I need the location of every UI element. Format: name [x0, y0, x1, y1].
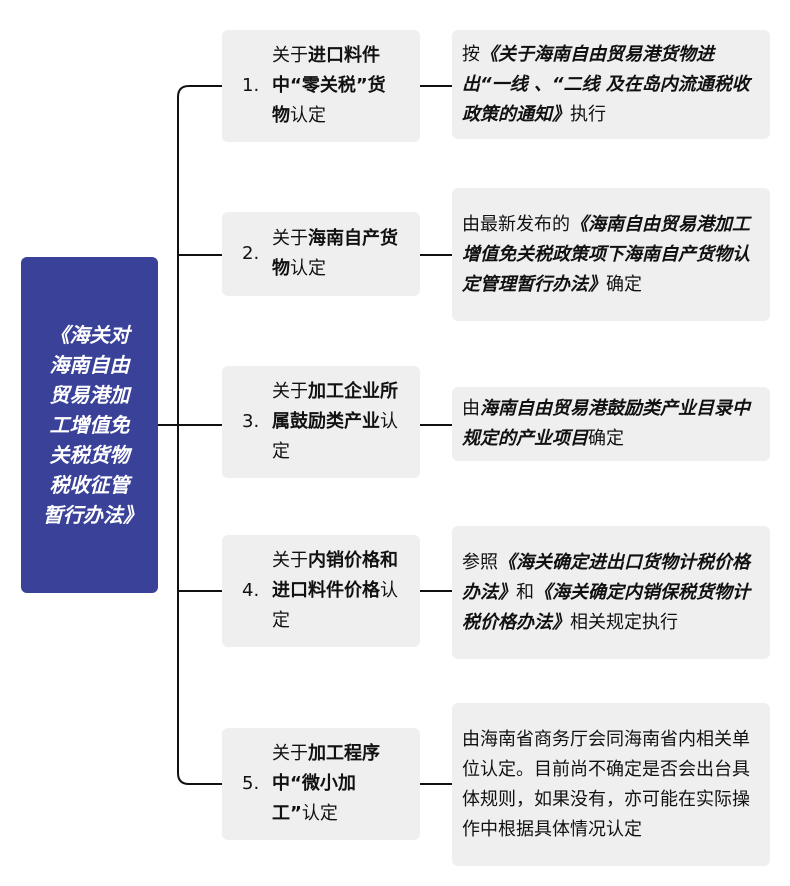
- detail-node-3: 由海南自由贸易港鼓励类产业目录中规定的产业项目确定: [452, 387, 770, 461]
- detail-node-5: 由海南省商务厅会同海南省内相关单位认定。目前尚不确定是否会出台具体规则，如果没有…: [452, 703, 770, 866]
- topic-number: 3.: [242, 411, 260, 432]
- topic-node-5: 5. 关于加工程序中“微小加工”认定: [222, 728, 420, 840]
- text-run-bold: 加工程序中“微小加工”: [272, 743, 380, 824]
- text-run: 认定: [272, 411, 398, 462]
- text-run-bold: “零关税”: [290, 75, 368, 96]
- topic-node-4: 4. 关于内销价格和进口料件价格认定: [222, 535, 420, 647]
- text-run-bold: 内销价格和进口料件价格: [272, 550, 398, 601]
- trunk-line: [177, 85, 190, 785]
- root-node: 《海关对海南自由贸易港加工增值免关税货物税收征管暂行办法》: [21, 257, 158, 593]
- topic-text: 关于加工程序中“微小加工”认定: [272, 739, 402, 829]
- detail-text: 参照《海关确定进出口货物计税价格办法》和《海关确定内销保税货物计税价格办法》相关…: [462, 548, 758, 638]
- text-run: 执行: [570, 103, 606, 125]
- text-run: 确定: [588, 428, 624, 449]
- detail-text: 由最新发布的《海南自由贸易港加工增值免关税政策项下海南自产货物认定管理暂行办法》…: [462, 210, 758, 300]
- detail-text: 由海南自由贸易港鼓励类产业目录中规定的产业项目确定: [462, 394, 758, 454]
- text-run-bold-italic: 《海关确定进出口货物计税价格办法》: [462, 551, 750, 603]
- text-run-bold: 海南自产货物: [272, 228, 398, 279]
- detail-node-1: 按《关于海南自由贸易港货物进出“一线 、“二线 及在岛内流通税收政策的通知》执行: [452, 30, 770, 139]
- text-run-bold-italic: 海南自由贸易港鼓励类产业目录中规定的产业项目: [462, 398, 750, 449]
- topic-number: 4.: [242, 580, 260, 601]
- text-run: 参照: [462, 551, 498, 573]
- text-run: 关于: [272, 228, 308, 249]
- root-title: 《海关对海南自由贸易港加工增值免关税货物税收征管暂行办法》: [43, 323, 143, 527]
- topic-number: 1.: [242, 75, 260, 96]
- topic-node-2: 2. 关于海南自产货物认定: [222, 212, 420, 296]
- detail-text: 按《关于海南自由贸易港货物进出“一线 、“二线 及在岛内流通税收政策的通知》执行: [462, 40, 758, 130]
- topic-node-1: 1. 关于进口料件中“零关税”货物认定: [222, 30, 420, 142]
- text-run: 由海南省商务厅会同海南省内相关单位认定。目前尚不确定是否会出台具体规则，如果没有…: [462, 728, 750, 840]
- text-run: 由: [462, 398, 480, 419]
- topic-text: 关于内销价格和进口料件价格认定: [272, 546, 402, 636]
- text-run-bold-italic: 《海关确定内销保税货物计税价格办法》: [462, 581, 750, 633]
- text-run-bold: 加工企业所属鼓励类产业: [272, 381, 398, 432]
- topic-text: 关于加工企业所属鼓励类产业认定: [272, 377, 402, 467]
- topic-text: 关于海南自产货物认定: [272, 224, 402, 284]
- text-run: 确定: [606, 273, 642, 295]
- text-run: 认定: [290, 258, 326, 279]
- text-run-bold-italic: 《海南自由贸易港加工增值免关税政策项下海南自产货物认定管理暂行办法》: [462, 213, 750, 295]
- topic-node-3: 3. 关于加工企业所属鼓励类产业认定: [222, 366, 420, 478]
- text-run-bold-italic: 《关于海南自由贸易港货物进出“一线 、“二线 及在岛内流通税收政策的通知》: [462, 43, 750, 125]
- text-run: 相关规定执行: [570, 611, 678, 633]
- text-run: 由最新发布的: [462, 213, 570, 235]
- text-run: 关于: [272, 45, 308, 66]
- detail-node-2: 由最新发布的《海南自由贸易港加工增值免关税政策项下海南自产货物认定管理暂行办法》…: [452, 188, 770, 321]
- text-run: 认定: [272, 580, 398, 631]
- detail-text: 由海南省商务厅会同海南省内相关单位认定。目前尚不确定是否会出台具体规则，如果没有…: [462, 725, 758, 845]
- detail-node-4: 参照《海关确定进出口货物计税价格办法》和《海关确定内销保税货物计税价格办法》相关…: [452, 526, 770, 659]
- text-run: 认定: [290, 105, 326, 126]
- topic-number: 5.: [242, 773, 260, 794]
- text-run-bold: 货物: [272, 75, 386, 126]
- text-run: 关于: [272, 743, 308, 764]
- text-run: 认定: [301, 803, 338, 824]
- topic-number: 2.: [242, 243, 260, 264]
- text-run: 按: [462, 43, 480, 65]
- text-run: 关于: [272, 550, 308, 571]
- text-run: 关于: [272, 381, 308, 402]
- topic-text: 关于进口料件中“零关税”货物认定: [272, 41, 402, 131]
- text-run-bold: 进口料件中: [272, 45, 380, 96]
- text-run: 和: [516, 581, 534, 603]
